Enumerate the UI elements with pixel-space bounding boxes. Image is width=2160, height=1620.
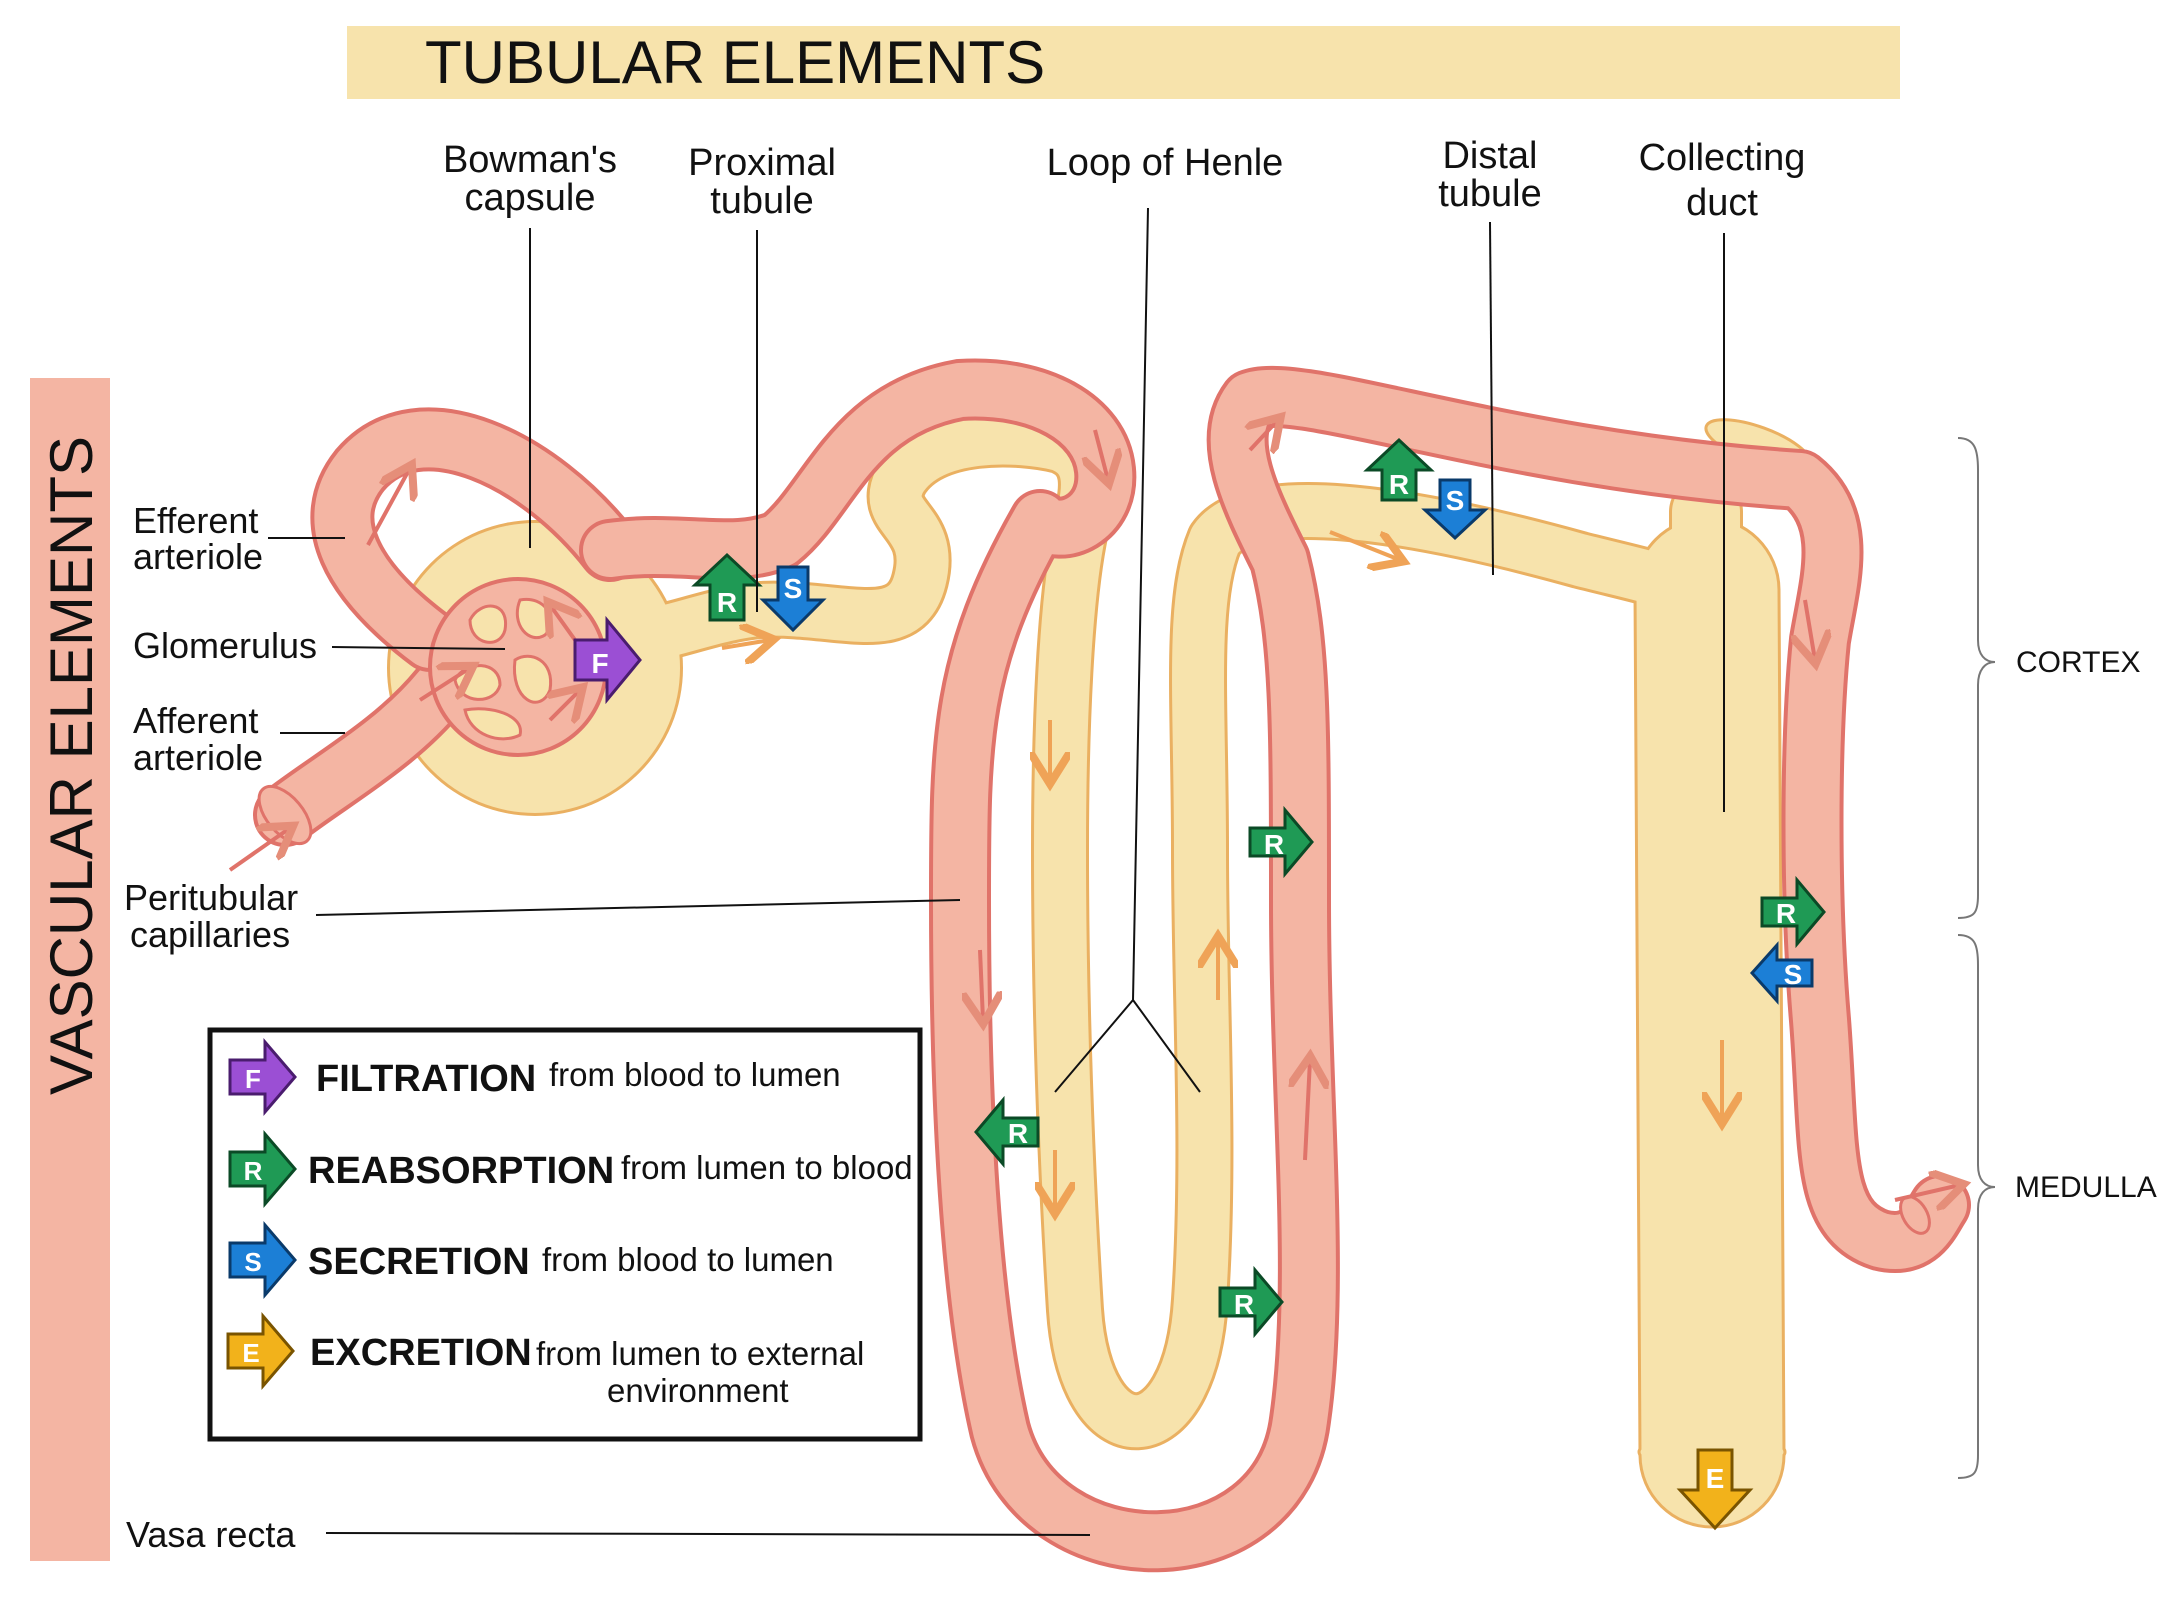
cortex-label: CORTEX — [2016, 646, 2140, 679]
vascular-elements-banner: VASCULAR ELEMENTS — [30, 378, 110, 1561]
svg-text:R: R — [717, 587, 737, 618]
medulla-label: MEDULLA — [2015, 1171, 2157, 1204]
svg-text:S: S — [784, 573, 803, 604]
reabsorption-badge-descending: R — [974, 1095, 1040, 1169]
excretion-badge: E — [1676, 1448, 1754, 1531]
peritubular-label-2: capillaries — [130, 914, 290, 955]
legend-excretion-title: EXCRETION — [310, 1332, 532, 1374]
loop-of-henle-label: Loop of Henle — [1047, 142, 1284, 184]
svg-text:R: R — [1264, 829, 1284, 860]
vasa-recta-label: Vasa recta — [126, 1514, 296, 1555]
process-badges: F R S R S R R — [573, 437, 1826, 1531]
distal-label-1: Distal — [1442, 135, 1537, 177]
glomerulus-label: Glomerulus — [133, 625, 317, 666]
structure-labels: Bowman's capsule Proximal tubule Loop of… — [124, 135, 1805, 1555]
secretion-badge-distal: S — [1421, 478, 1489, 541]
proximal-label-2: tubule — [710, 180, 814, 222]
svg-text:S: S — [1784, 959, 1803, 990]
bowmans-label-2: capsule — [465, 177, 596, 219]
bowmans-label-1: Bowman's — [443, 139, 617, 181]
svg-text:F: F — [591, 648, 608, 679]
legend-reabsorption-desc: from lumen to blood — [621, 1149, 913, 1186]
tubule-structure — [387, 409, 1812, 1529]
svg-text:R: R — [1234, 1289, 1254, 1320]
reabsorption-badge-distal: R — [1363, 437, 1435, 502]
efferent-label-1: Efferent — [133, 500, 258, 541]
legend-secretion-icon: S — [228, 1220, 297, 1300]
leader-lines — [268, 207, 1725, 1536]
legend-reabsorption-icon: R — [228, 1129, 297, 1209]
svg-text:S: S — [244, 1247, 261, 1277]
svg-text:R: R — [1389, 469, 1409, 500]
collecting-label-2: duct — [1686, 182, 1758, 224]
legend-secretion-desc: from blood to lumen — [542, 1241, 834, 1278]
legend-excretion-icon: E — [226, 1311, 295, 1391]
efferent-label-2: arteriole — [133, 536, 263, 577]
legend-filtration-title: FILTRATION — [316, 1058, 536, 1100]
peritubular-label-1: Peritubular — [124, 877, 298, 918]
secretion-badge-collecting: S — [1749, 941, 1814, 1005]
svg-text:F: F — [245, 1064, 261, 1094]
svg-text:R: R — [1008, 1118, 1028, 1149]
legend-secretion-title: SECRETION — [308, 1241, 530, 1283]
svg-text:E: E — [242, 1338, 259, 1368]
legend-filtration-desc: from blood to lumen — [549, 1056, 841, 1093]
svg-text:R: R — [1776, 898, 1796, 929]
tubular-elements-title: TUBULAR ELEMENTS — [425, 29, 1045, 96]
svg-text:S: S — [1446, 485, 1465, 516]
legend-excretion-desc-2: environment — [607, 1372, 789, 1409]
svg-text:R: R — [244, 1156, 263, 1186]
legend-filtration-icon: F — [228, 1037, 297, 1117]
afferent-label-2: arteriole — [133, 737, 263, 778]
reabsorption-badge-ascending-lower: R — [1218, 1265, 1284, 1339]
filtration-badge: F — [573, 615, 642, 705]
reabsorption-badge-collecting: R — [1760, 875, 1826, 949]
afferent-label-1: Afferent — [133, 700, 258, 741]
legend-excretion-desc-1: from lumen to external — [536, 1335, 864, 1372]
vascular-elements-title: VASCULAR ELEMENTS — [38, 436, 105, 1095]
svg-text:E: E — [1706, 1463, 1725, 1494]
legend: F FILTRATION from blood to lumen R REABS… — [207, 1027, 923, 1442]
region-braces: CORTEX MEDULLA — [1957, 437, 2157, 1479]
collecting-label-1: Collecting — [1639, 137, 1806, 179]
legend-reabsorption-title: REABSORPTION — [308, 1150, 614, 1192]
tubular-elements-banner: TUBULAR ELEMENTS — [347, 26, 1900, 99]
reabsorption-badge-proximal: R — [691, 552, 763, 622]
distal-label-2: tubule — [1438, 173, 1542, 215]
reabsorption-badge-ascending-upper: R — [1248, 805, 1314, 879]
proximal-label-1: Proximal — [688, 142, 836, 184]
secretion-badge-proximal: S — [759, 565, 827, 633]
blood-vessels — [228, 358, 1960, 1573]
